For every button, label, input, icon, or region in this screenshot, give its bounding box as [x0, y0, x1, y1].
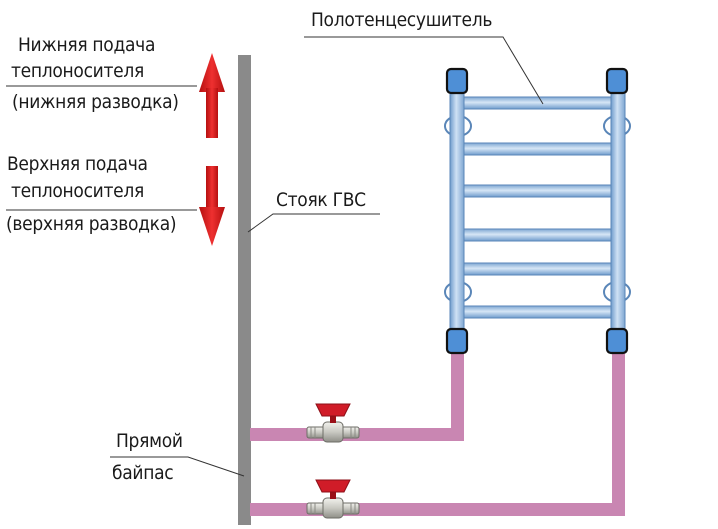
towel-dryer — [444, 67, 631, 355]
label-top-feed-2: теплоносителя — [11, 180, 144, 202]
riser-pipe — [238, 55, 251, 525]
leader-towel-dryer — [304, 36, 544, 105]
dryer-right-tube — [610, 81, 626, 339]
ball-valve-icon — [306, 403, 360, 443]
dryer-caps — [445, 67, 629, 355]
red-arrow-down-icon — [199, 166, 225, 246]
ball-valve-icon — [306, 479, 360, 519]
label-bottom-feed-3: (нижняя разводка) — [12, 91, 179, 113]
connection-pipes — [250, 350, 625, 516]
label-bottom-feed-2: теплоносителя — [11, 60, 144, 82]
label-towel-dryer: Полотенцесушитель — [311, 9, 493, 31]
label-bottom-feed-1: Нижняя подача — [18, 34, 156, 56]
leader-bypass — [110, 456, 245, 477]
label-riser: Стояк ГВС — [276, 189, 366, 211]
label-bypass-1: Прямой — [116, 430, 183, 452]
lower-branch-pipe — [250, 503, 625, 516]
label-bypass-2: байпас — [112, 462, 174, 484]
leader-riser — [247, 213, 380, 233]
lower-riser-link — [612, 350, 625, 516]
label-top-feed-1: Верхняя подача — [7, 153, 148, 175]
red-arrow-up-icon — [199, 53, 225, 138]
dryer-rungs — [461, 96, 613, 319]
label-top-feed-3: (верхняя разводка) — [6, 213, 177, 235]
leader-lines — [6, 36, 544, 477]
dryer-left-tube — [449, 81, 465, 339]
upper-riser-link — [451, 350, 464, 441]
